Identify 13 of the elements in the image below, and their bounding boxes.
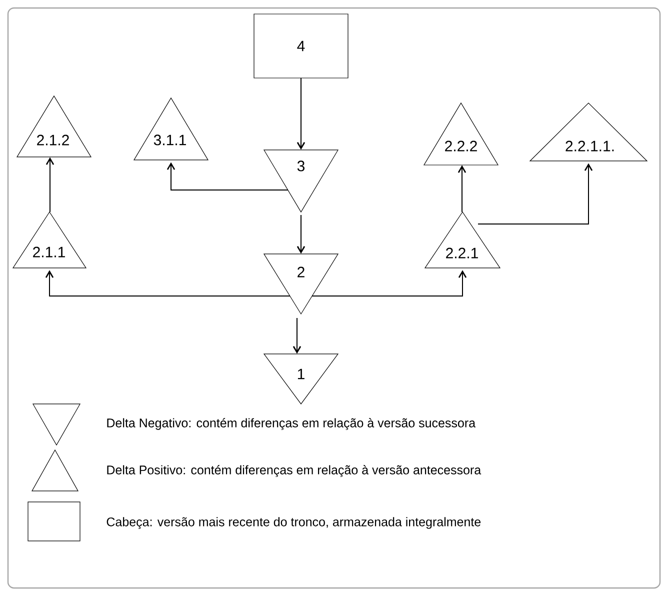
arrow (312, 270, 467, 296)
arrow (292, 317, 302, 354)
arrow (45, 270, 290, 296)
legend-text: Cabeça: versão mais recente do tronco, armazenada integralmente (106, 517, 481, 529)
arrow (46, 157, 54, 212)
arrow (296, 214, 306, 254)
arrow (478, 163, 593, 224)
legend-text: Delta Positivo: contém diferenças em relação à versão antecessora (107, 465, 482, 477)
legend-text: Delta Negativo: contém diferenças em relação à versão sucessora (107, 418, 476, 430)
arrow (296, 78, 306, 150)
head-version-box: 4 (254, 14, 348, 78)
arrow (458, 165, 466, 212)
arrow (166, 162, 288, 190)
